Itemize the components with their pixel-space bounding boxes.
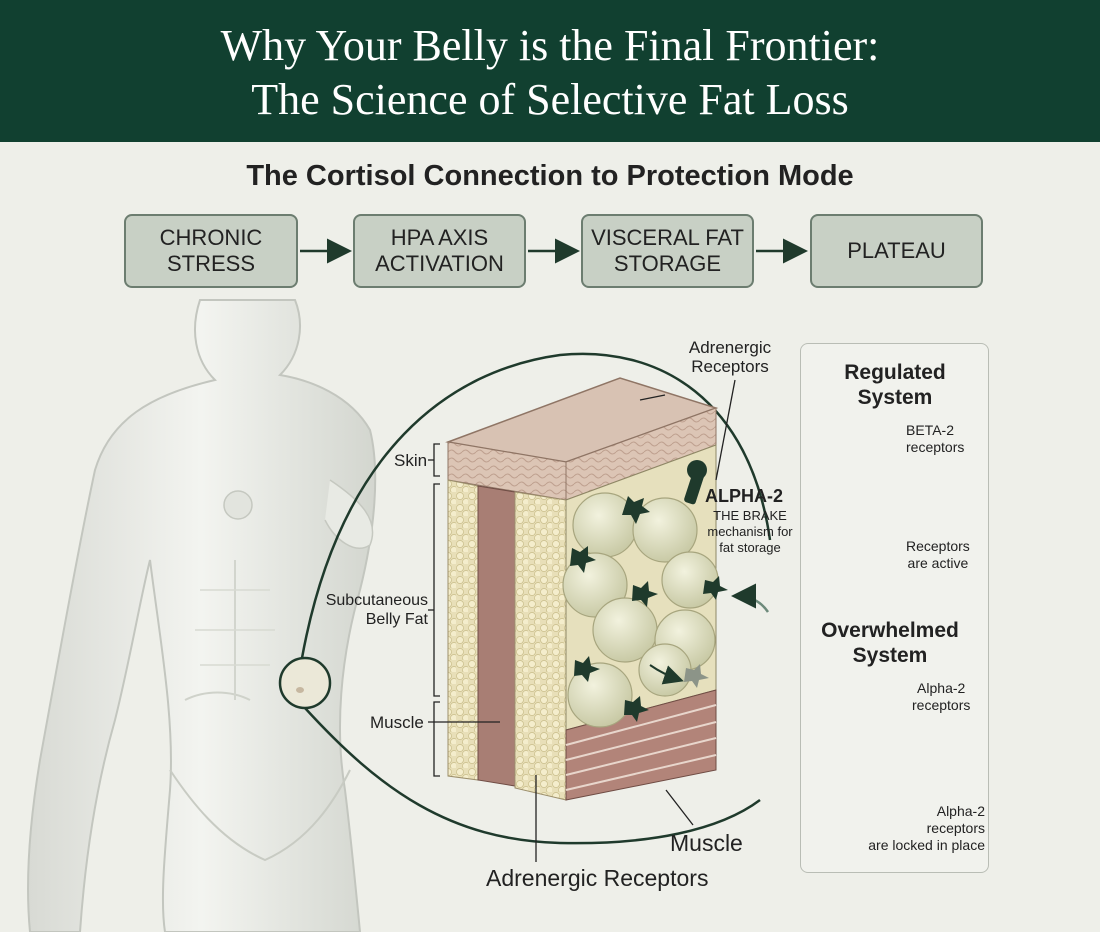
label-alpha2-title: ALPHA-2 bbox=[705, 486, 784, 506]
header-banner: Why Your Belly is the Final Frontier: Th… bbox=[0, 0, 1100, 142]
main-title-line2: The Science of Selective Fat Loss bbox=[251, 75, 849, 124]
label-adrenergic-bottom: Adrenergic Receptors bbox=[486, 865, 709, 891]
receptor-comparison-panel bbox=[800, 343, 989, 873]
flow-title: The Cortisol Connection to Protection Mo… bbox=[246, 160, 854, 192]
label-leaders bbox=[428, 379, 736, 862]
label-subcutaneous: Subcutaneous Belly Fat bbox=[325, 592, 428, 628]
label-adrenergic-top: Adrenergic Receptors bbox=[688, 338, 772, 376]
alpha2-receptors-block bbox=[570, 460, 728, 722]
label-muscle-left: Muscle bbox=[370, 713, 424, 732]
regulated-system-title: Regulated System bbox=[844, 361, 946, 409]
flow-step-visceral-fat: VISCERAL FAT STORAGE bbox=[581, 214, 754, 288]
label-alpha2-desc: THE BRAKE mechanism for fat storage bbox=[707, 508, 793, 555]
magnifier bbox=[278, 352, 772, 845]
pointer-arrow bbox=[731, 583, 770, 613]
receptor-grey-block bbox=[649, 664, 709, 688]
label-receptors-locked: Alpha-2 receptors are locked in place bbox=[868, 803, 985, 853]
label-receptors-active: Receptors are active bbox=[906, 538, 970, 571]
label-beta2-receptors: BETA-2 receptors bbox=[906, 422, 965, 455]
label-skin: Skin bbox=[394, 451, 428, 470]
flow-step-plateau: PLATEAU bbox=[810, 214, 983, 288]
label-muscle-bottom: Muscle bbox=[670, 830, 743, 856]
main-title-line1: Why Your Belly is the Final Frontier: bbox=[220, 21, 880, 70]
overwhelmed-system-title: Overwhelmed System bbox=[821, 619, 959, 667]
label-alpha2-receptors: Alpha-2 receptors bbox=[912, 680, 971, 713]
flow-step-chronic-stress: CHRONIC STRESS bbox=[124, 214, 298, 288]
flow-step-hpa-axis: HPA AXIS ACTIVATION bbox=[353, 214, 526, 288]
